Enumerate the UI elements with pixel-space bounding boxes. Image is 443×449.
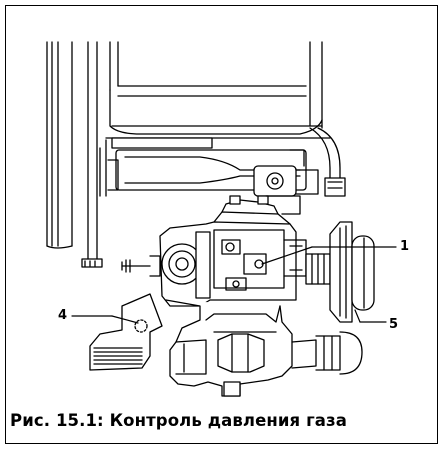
- valve-body: [121, 221, 307, 307]
- callout-4: 4: [58, 308, 68, 323]
- regulator-knob: [329, 221, 375, 323]
- upper-housing: [99, 41, 331, 197]
- callout-5: 5: [389, 317, 399, 332]
- lower-assembly: [165, 299, 363, 397]
- figure-frame: [5, 5, 438, 444]
- callout-1: 1: [400, 239, 410, 254]
- side-connector: [305, 253, 331, 285]
- valve-top: [213, 195, 301, 225]
- left-pipes: [46, 41, 103, 268]
- burner-assembly: [107, 127, 346, 197]
- leader-lines: [71, 246, 397, 324]
- left-bracket: [89, 293, 163, 371]
- figure-caption: Рис. 15.1: Контроль давления газа: [10, 411, 347, 430]
